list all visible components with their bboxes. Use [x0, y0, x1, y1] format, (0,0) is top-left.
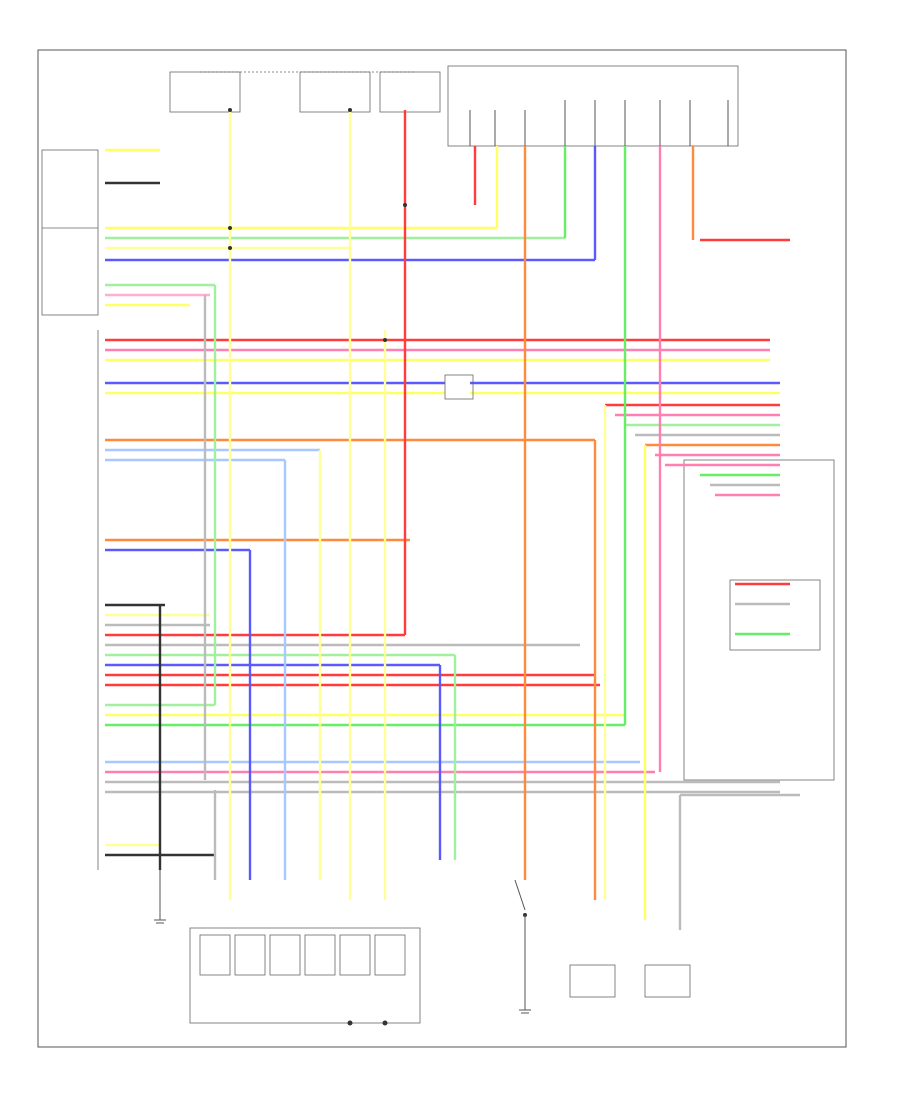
- top-right-connector: [447, 65, 739, 147]
- revolution-sensor-box: [569, 964, 616, 998]
- ground-symbols: [154, 870, 531, 1014]
- horizontal-wires: [105, 148, 800, 857]
- diagram-frame: [37, 49, 847, 1048]
- transmission-range-switch: [41, 149, 99, 316]
- fuse-box-1: [169, 71, 241, 113]
- speed-sensor-box: [644, 964, 691, 998]
- splice-dots: [228, 108, 407, 342]
- park-neutral-switch: [514, 879, 527, 990]
- top-right-pins: [469, 100, 729, 146]
- fuse-box-2: [299, 71, 371, 113]
- right-sensor-block: [729, 579, 821, 651]
- relay-box: [444, 374, 474, 400]
- vertical-wires: [158, 110, 695, 930]
- transaxle-solenoids: [199, 934, 406, 976]
- right-module-block: [683, 459, 835, 781]
- fuse-box-3: [379, 71, 441, 113]
- automatic-transaxle-block: [189, 927, 421, 1024]
